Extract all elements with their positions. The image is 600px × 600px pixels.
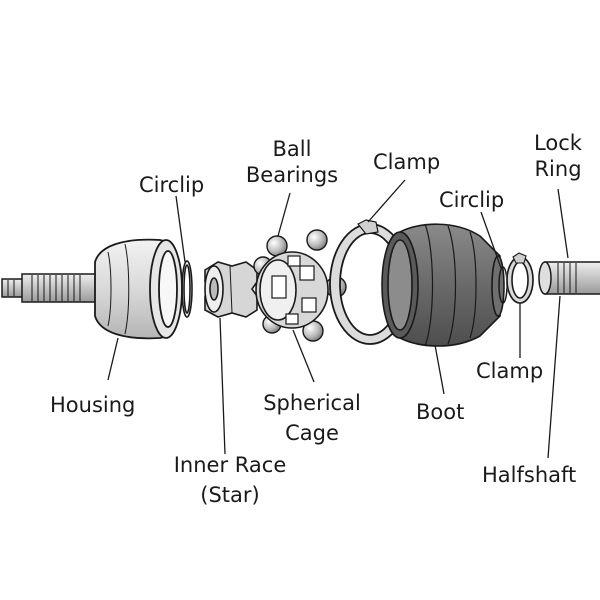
housing-part [94, 238, 183, 340]
spherical-cage-part [255, 251, 329, 329]
label-spherical-cage-line1: Spherical [263, 391, 361, 415]
label-housing: Housing [50, 393, 136, 417]
label-inner-race-line2: (Star) [200, 483, 260, 507]
circlip-left-part [181, 260, 193, 318]
label-circlip-right: Circlip [439, 188, 505, 212]
label-inner-race: Inner Race (Star) [160, 452, 300, 508]
label-clamp-right: Clamp [476, 359, 544, 383]
label-lock-ring-line2: Ring [534, 157, 582, 181]
halfshaft-part [538, 261, 600, 295]
clamp-small-part [506, 252, 534, 304]
label-ball-bearings-line2: Bearings [245, 163, 339, 187]
label-spherical-cage: Spherical Cage [248, 390, 376, 446]
inner-race-part [204, 261, 258, 318]
label-circlip-left: Circlip [139, 173, 205, 197]
label-lock-ring: Lock Ring [518, 130, 598, 182]
boot-part [381, 223, 505, 347]
label-boot: Boot [416, 400, 465, 424]
label-ball-bearings: Ball Bearings [232, 136, 352, 188]
label-lock-ring-line1: Lock [534, 131, 582, 155]
stub-shaft [1, 273, 103, 303]
label-clamp-top: Clamp [373, 150, 441, 174]
label-halfshaft: Halfshaft [482, 463, 577, 487]
leader-lines [107, 179, 569, 459]
label-spherical-cage-line2: Cage [285, 421, 339, 445]
label-ball-bearings-line1: Ball [272, 137, 312, 161]
label-inner-race-line1: Inner Race [173, 453, 287, 477]
